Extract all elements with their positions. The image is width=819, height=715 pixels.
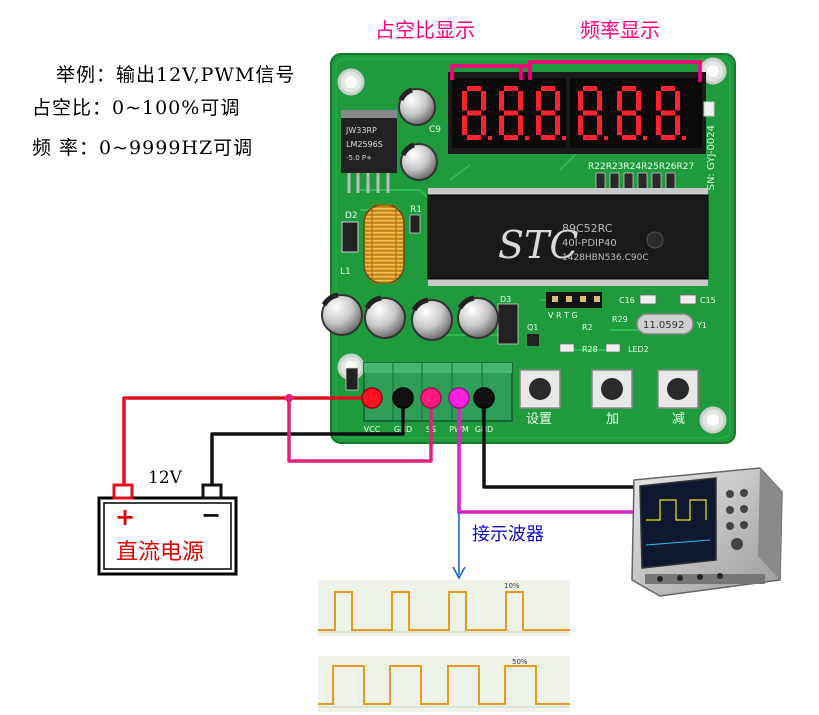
svg-text:C15: C15 bbox=[700, 296, 716, 305]
resistor-row-silk: R22R23R24R25R26R27 bbox=[588, 162, 694, 172]
waveform-bottom-label: 50% bbox=[512, 658, 528, 666]
scope-label: 接示波器 bbox=[472, 524, 544, 545]
svg-text:C9: C9 bbox=[429, 125, 441, 135]
description-line-2: 占空比：0~100%可调 bbox=[32, 97, 241, 119]
battery-icon bbox=[97, 483, 238, 576]
seven-segment-digit bbox=[462, 86, 492, 140]
seven-segment-digit bbox=[578, 86, 608, 140]
voltage-regulator-chip: JW33RP LM2596S -5.0 P+ bbox=[341, 110, 397, 193]
chip-text-2: 40I-PDIP40 bbox=[562, 238, 617, 249]
black-wire bbox=[210, 398, 405, 486]
svg-text:Q1: Q1 bbox=[527, 323, 538, 332]
scope-ground-wire bbox=[482, 398, 636, 489]
description-line-3: 频 率：0~9999HZ可调 bbox=[32, 137, 254, 159]
inductor-coil-icon bbox=[363, 204, 405, 284]
seven-segment-digit bbox=[499, 86, 529, 140]
crystal-oscillator: 11.0592 bbox=[636, 313, 694, 335]
seven-segment-digit bbox=[656, 86, 686, 140]
push-button-icon bbox=[519, 369, 699, 409]
smd-resistor-row bbox=[595, 172, 676, 190]
mcu-chip: STC 89C52RC 40I-PDIP40 1428HBN536.C90C bbox=[427, 188, 709, 286]
svg-text:D3: D3 bbox=[500, 295, 511, 304]
waveform-top-label: 10% bbox=[504, 582, 520, 590]
duty-display-header: 占空比显示 bbox=[375, 18, 475, 42]
minus-button-label: 减 bbox=[672, 412, 685, 427]
waveform-50-percent: 50% bbox=[318, 656, 570, 712]
chip-text-1: 89C52RC bbox=[562, 222, 613, 235]
duty-bracket bbox=[450, 64, 523, 80]
regulator-text-2: LM2596S bbox=[346, 140, 383, 149]
svg-text:C16: C16 bbox=[619, 296, 635, 305]
seven-segment-digit bbox=[617, 86, 647, 140]
pink-wire bbox=[287, 398, 433, 463]
chip-brand-text: STC bbox=[498, 223, 578, 267]
set-button-label: 设置 bbox=[526, 412, 552, 427]
svg-text:R1: R1 bbox=[410, 205, 422, 215]
pin-header: V R T G bbox=[546, 292, 602, 320]
svg-text:L1: L1 bbox=[340, 267, 351, 277]
oscilloscope-icon bbox=[631, 467, 783, 597]
battery-voltage-label: 12V bbox=[148, 468, 182, 488]
svg-text:LED2: LED2 bbox=[628, 345, 649, 354]
battery-minus-sign: − bbox=[201, 501, 221, 529]
freq-bracket bbox=[528, 60, 702, 82]
svg-text:R29: R29 bbox=[612, 315, 628, 324]
regulator-text-3: -5.0 P+ bbox=[346, 154, 372, 162]
svg-text:Y1: Y1 bbox=[696, 321, 707, 330]
svg-text:R28: R28 bbox=[582, 345, 598, 354]
svg-text:V R T G: V R T G bbox=[548, 311, 578, 320]
svg-text:D2: D2 bbox=[345, 211, 358, 221]
seven-segment-digits bbox=[462, 86, 686, 140]
capacitor-icon bbox=[398, 87, 438, 181]
crystal-text: 11.0592 bbox=[643, 320, 684, 331]
description-line-1: 举例：输出12V,PWM信号 bbox=[56, 64, 296, 86]
regulator-text-1: JW33RP bbox=[345, 126, 377, 135]
battery-name-label: 直流电源 bbox=[116, 540, 205, 565]
chip-text-3: 1428HBN536.C90C bbox=[562, 253, 649, 263]
freq-display-header: 频率显示 bbox=[580, 18, 660, 42]
capacitor-row bbox=[321, 292, 499, 341]
terminal-label: VCC bbox=[364, 425, 381, 434]
battery-plus-sign: + bbox=[115, 503, 135, 531]
svg-text:R2: R2 bbox=[582, 323, 593, 332]
waveform-10-percent: 10% bbox=[318, 580, 570, 636]
plus-button-label: 加 bbox=[606, 412, 619, 427]
seven-segment-digit bbox=[536, 86, 566, 140]
serial-number-text: SN: GYJ-0024 bbox=[706, 125, 717, 190]
